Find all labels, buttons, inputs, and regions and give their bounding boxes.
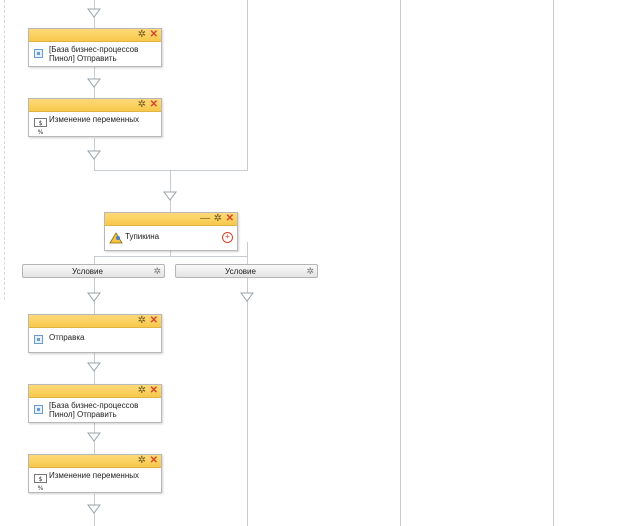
gear-icon[interactable]: ✲	[306, 266, 314, 276]
connector-line	[170, 248, 171, 256]
variables-icon: $ %	[34, 474, 47, 492]
connector-line	[94, 256, 95, 264]
gear-icon[interactable]: ✲	[153, 266, 161, 276]
block-label: Изменение переменных	[49, 471, 140, 480]
task-block[interactable]: — ✲ ✕ Тупикина +	[104, 212, 238, 251]
close-icon[interactable]: ✕	[149, 315, 158, 326]
variables-icon: $ %	[34, 118, 47, 136]
gear-icon[interactable]: ✲	[137, 29, 146, 40]
gear-icon[interactable]: ✲	[137, 315, 146, 326]
activity-block[interactable]: ✲ ✕ [База бизнес-процессов Пинол] Отправ…	[28, 384, 162, 423]
connector-line	[170, 170, 171, 212]
condition-label: Условие	[72, 267, 103, 276]
close-icon[interactable]: ✕	[225, 213, 234, 224]
connector-line	[247, 0, 248, 170]
condition-label: Условие	[225, 267, 256, 276]
flow-arrow-icon	[87, 362, 101, 372]
block-label: Отправка	[49, 333, 85, 342]
block-header: — ✲ ✕	[105, 213, 237, 226]
condition-branch[interactable]: Условие ✲	[175, 264, 318, 278]
block-header: ✲ ✕	[29, 99, 161, 112]
flow-arrow-icon	[163, 191, 177, 201]
gear-icon[interactable]: ✲	[137, 385, 146, 396]
add-branch-icon[interactable]: +	[222, 232, 233, 243]
document-icon	[34, 405, 43, 414]
merge-line	[94, 170, 248, 171]
gear-icon[interactable]: ✲	[137, 455, 146, 466]
block-label: Тупикина	[125, 232, 160, 241]
flow-arrow-icon	[240, 292, 254, 302]
flow-arrow-icon	[87, 78, 101, 88]
user-task-icon	[109, 232, 123, 244]
block-header: ✲ ✕	[29, 315, 161, 328]
block-header: ✲ ✕	[29, 29, 161, 42]
flow-arrow-icon	[87, 8, 101, 18]
lane-divider	[400, 0, 401, 526]
flow-arrow-icon	[87, 150, 101, 160]
activity-block[interactable]: ✲ ✕ $ % Изменение переменных	[28, 454, 162, 493]
minimize-icon[interactable]: —	[200, 213, 210, 224]
gear-icon[interactable]: ✲	[137, 99, 146, 110]
close-icon[interactable]: ✕	[149, 385, 158, 396]
lane-divider	[553, 0, 554, 526]
gear-icon[interactable]: ✲	[213, 213, 222, 224]
connector-line	[247, 278, 248, 526]
condition-branch[interactable]: Условие ✲	[22, 264, 165, 278]
block-header: ✲ ✕	[29, 385, 161, 398]
flow-arrow-icon	[87, 504, 101, 514]
document-icon	[34, 335, 43, 344]
activity-block[interactable]: ✲ ✕ $ % Изменение переменных	[28, 98, 162, 137]
canvas-left-border	[4, 0, 6, 300]
block-label: [База бизнес-процессов Пинол] Отправить	[49, 45, 139, 63]
block-label: Изменение переменных	[49, 115, 140, 124]
block-header: ✲ ✕	[29, 455, 161, 468]
close-icon[interactable]: ✕	[149, 29, 158, 40]
activity-block[interactable]: ✲ ✕ [База бизнес-процессов Пинол] Отправ…	[28, 28, 162, 67]
flow-arrow-icon	[87, 292, 101, 302]
document-icon	[34, 49, 43, 58]
block-label: [База бизнес-процессов Пинол] Отправить	[49, 401, 139, 419]
close-icon[interactable]: ✕	[149, 99, 158, 110]
connector-line	[247, 242, 248, 264]
activity-block[interactable]: ✲ ✕ Отправка	[28, 314, 162, 353]
close-icon[interactable]: ✕	[149, 455, 158, 466]
flow-arrow-icon	[87, 432, 101, 442]
split-line	[94, 256, 248, 257]
